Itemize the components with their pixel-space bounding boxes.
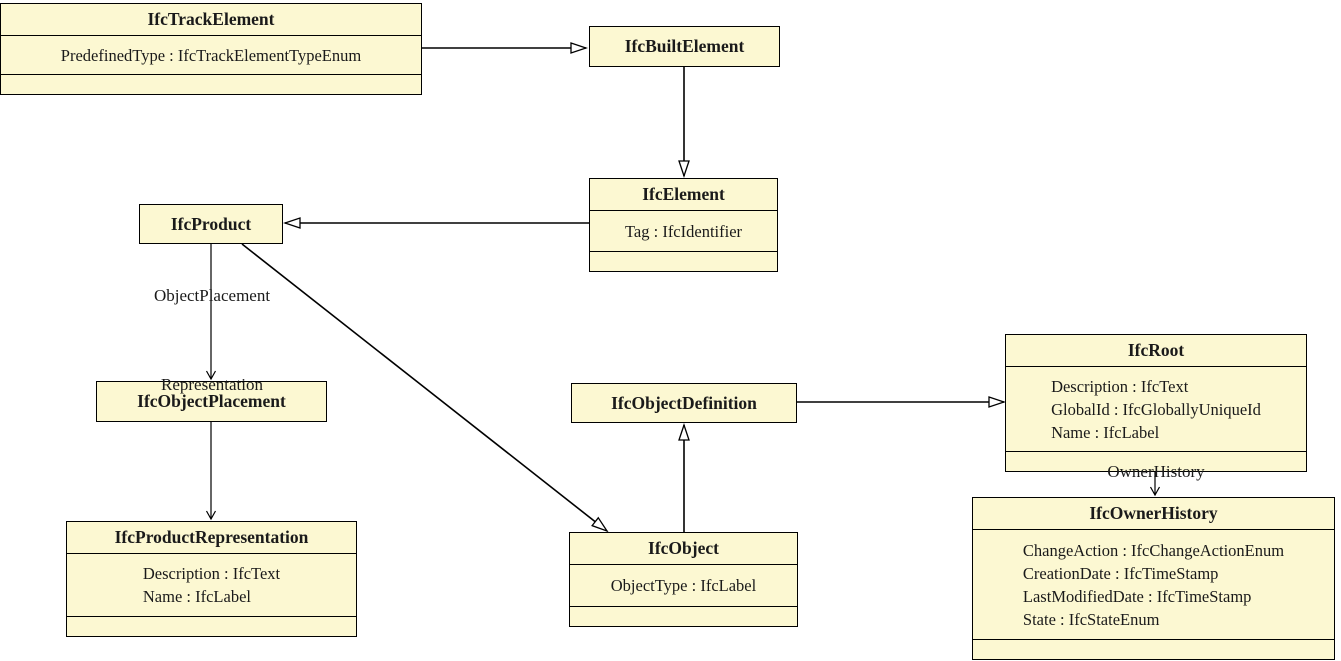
class-operations-empty: [1, 74, 421, 94]
class-attribute: GlobalId : IfcGloballyUniqueId: [1051, 399, 1261, 419]
class-box-ifctrackelement: IfcTrackElement PredefinedType : IfcTrac…: [0, 3, 422, 95]
class-attributes: Description : IfcText GlobalId : IfcGlob…: [1006, 367, 1306, 451]
class-title: IfcObjectDefinition: [611, 392, 757, 413]
class-box-ifcobjectdefinition: IfcObjectDefinition: [571, 383, 797, 423]
class-attribute: CreationDate : IfcTimeStamp: [1022, 563, 1219, 583]
class-operations-empty: [590, 251, 777, 271]
class-box-ifcroot: IfcRoot Description : IfcText GlobalId :…: [1005, 334, 1307, 472]
class-title: IfcOwnerHistory: [973, 498, 1334, 530]
class-box-ifcproductrepresentation: IfcProductRepresentation Description : I…: [66, 521, 357, 637]
class-operations-empty: [67, 616, 356, 636]
class-title: IfcElement: [590, 179, 777, 211]
class-box-ifcbuiltelement: IfcBuiltElement: [589, 26, 780, 67]
edge-label-representation: Representation: [161, 375, 263, 394]
class-box-ifcproduct: IfcProduct: [139, 204, 283, 244]
class-attribute: LastModifiedDate : IfcTimeStamp: [1022, 586, 1252, 606]
class-title: IfcProduct: [170, 213, 252, 234]
class-attribute: State : IfcStateEnum: [1022, 609, 1160, 629]
class-attribute: Name : IfcLabel: [142, 587, 251, 606]
edge-label-objectplacement: ObjectPlacement: [153, 286, 271, 305]
class-attribute: ChangeAction : IfcChangeActionEnum: [1022, 540, 1285, 560]
class-attribute: Description : IfcText: [142, 564, 281, 583]
class-attributes: Tag : IfcIdentifier: [590, 211, 777, 251]
class-title: IfcRoot: [1006, 335, 1306, 367]
class-attributes: Description : IfcText Name : IfcLabel: [67, 554, 356, 616]
class-attribute: Description : IfcText: [1051, 376, 1189, 396]
class-box-ifcownerhistory: IfcOwnerHistory ChangeAction : IfcChange…: [972, 497, 1335, 660]
class-attribute: ObjectType : IfcLabel: [610, 576, 757, 595]
class-box-ifcelement: IfcElement Tag : IfcIdentifier: [589, 178, 778, 272]
class-operations-empty: [1006, 451, 1306, 471]
class-title: IfcTrackElement: [1, 4, 421, 36]
class-operations-empty: [570, 606, 797, 626]
class-operations-empty: [973, 639, 1334, 659]
class-attribute: PredefinedType : IfcTrackElementTypeEnum: [60, 45, 362, 65]
class-attribute: Name : IfcLabel: [1051, 422, 1160, 442]
class-attributes: ObjectType : IfcLabel: [570, 565, 797, 606]
class-attributes: ChangeAction : IfcChangeActionEnum Creat…: [973, 530, 1334, 639]
class-title: IfcBuiltElement: [624, 36, 745, 56]
class-attribute: Tag : IfcIdentifier: [624, 221, 743, 241]
class-title: IfcProductRepresentation: [67, 522, 356, 554]
class-box-ifcobject: IfcObject ObjectType : IfcLabel: [569, 532, 798, 627]
edge-label-ownerhistory: OwnerHistory: [1107, 462, 1205, 481]
class-attributes: PredefinedType : IfcTrackElementTypeEnum: [1, 36, 421, 74]
class-title: IfcObject: [570, 533, 797, 565]
